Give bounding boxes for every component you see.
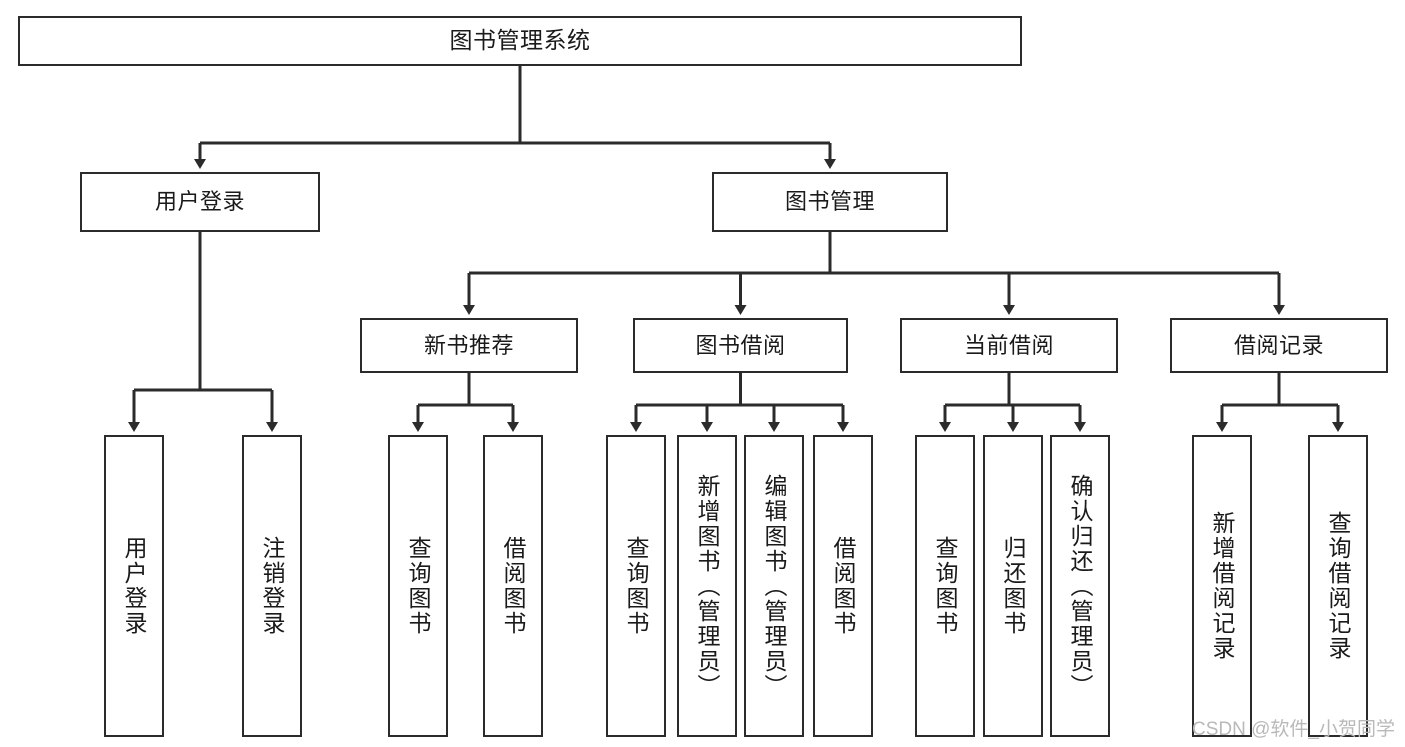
node-leaf-return-book-label: 归还图书: [1000, 536, 1027, 636]
csdn-watermark: CSDN @软件_小贺同学: [1192, 719, 1395, 740]
node-root-label: 图书管理系统: [449, 27, 591, 54]
node-leaf-query-book-3-label: 查询图书: [932, 536, 959, 636]
node-leaf-query-book-2[interactable]: 查询图书: [606, 435, 666, 737]
node-leaf-user-login[interactable]: 用户登录: [104, 435, 164, 737]
node-leaf-user-login-label: 用户登录: [121, 536, 148, 636]
node-leaf-query-record-label: 查询借阅记录: [1325, 511, 1352, 661]
node-user-login-label: 用户登录: [154, 189, 245, 215]
node-current-borrow[interactable]: 当前借阅: [900, 318, 1118, 373]
node-leaf-confirm-return[interactable]: 确认归还（管理员）: [1050, 435, 1110, 737]
node-leaf-logout[interactable]: 注销登录: [242, 435, 302, 737]
node-leaf-add-book[interactable]: 新增图书（管理员）: [677, 435, 737, 737]
node-borrow-record[interactable]: 借阅记录: [1170, 318, 1388, 373]
node-leaf-edit-book-label: 编辑图书（管理员）: [761, 473, 788, 699]
node-leaf-edit-book[interactable]: 编辑图书（管理员）: [744, 435, 804, 737]
node-user-login[interactable]: 用户登录: [80, 172, 320, 232]
node-borrow-record-label: 借阅记录: [1233, 332, 1324, 358]
node-leaf-query-book-2-label: 查询图书: [623, 536, 650, 636]
node-leaf-logout-label: 注销登录: [259, 536, 286, 636]
node-current-borrow-label: 当前借阅: [963, 332, 1054, 358]
node-book-borrow-label: 图书借阅: [695, 332, 786, 358]
node-leaf-query-book-1-label: 查询图书: [405, 536, 432, 636]
node-leaf-confirm-return-label: 确认归还（管理员）: [1067, 473, 1094, 699]
node-leaf-borrow-book-1[interactable]: 借阅图书: [483, 435, 543, 737]
node-leaf-query-book-3[interactable]: 查询图书: [915, 435, 975, 737]
node-leaf-return-book[interactable]: 归还图书: [983, 435, 1043, 737]
node-leaf-borrow-book-2[interactable]: 借阅图书: [813, 435, 873, 737]
node-leaf-add-book-label: 新增图书（管理员）: [694, 473, 721, 699]
node-leaf-borrow-book-1-label: 借阅图书: [500, 536, 527, 636]
node-leaf-borrow-book-2-label: 借阅图书: [830, 536, 857, 636]
node-book-borrow[interactable]: 图书借阅: [633, 318, 848, 373]
node-leaf-query-book-1[interactable]: 查询图书: [388, 435, 448, 737]
node-new-book-recommend[interactable]: 新书推荐: [360, 318, 578, 373]
node-book-manage[interactable]: 图书管理: [712, 172, 948, 232]
node-new-book-recommend-label: 新书推荐: [423, 332, 514, 358]
node-leaf-query-record[interactable]: 查询借阅记录: [1308, 435, 1368, 737]
node-root[interactable]: 图书管理系统: [18, 16, 1022, 66]
node-leaf-add-record[interactable]: 新增借阅记录: [1192, 435, 1252, 737]
node-book-manage-label: 图书管理: [784, 189, 875, 215]
node-leaf-add-record-label: 新增借阅记录: [1209, 511, 1236, 661]
